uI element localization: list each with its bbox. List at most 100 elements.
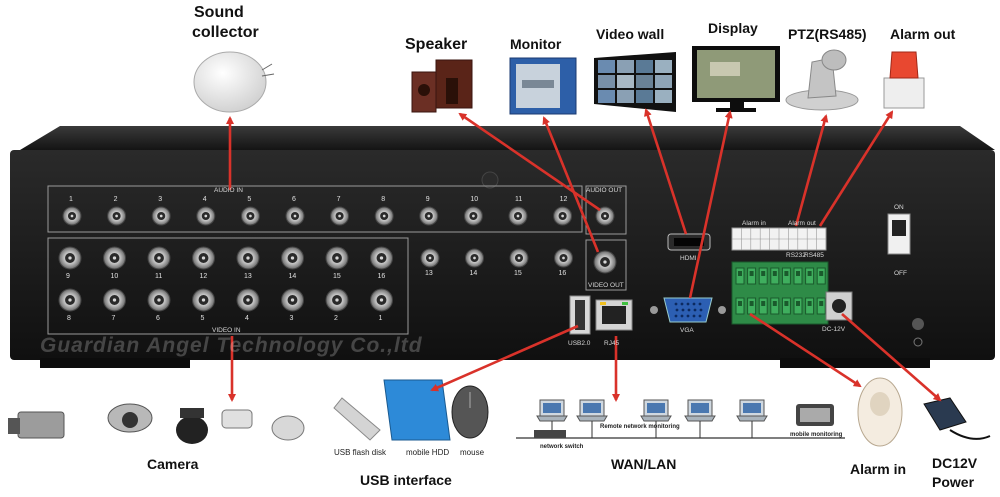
port-number: 3	[158, 196, 163, 203]
label-mobile-hdd: mobile HDD	[406, 448, 450, 457]
audio-out-port	[595, 206, 615, 226]
label-alarm-in: Alarm in	[850, 461, 907, 477]
panel-vga: VGA	[680, 327, 694, 334]
dc-power-adapter-device	[923, 397, 991, 440]
audio-in-port	[330, 206, 350, 226]
audio-in-port	[240, 206, 260, 226]
video-in-port	[58, 246, 82, 270]
arrow-display	[688, 110, 733, 299]
port-number: 13	[425, 270, 433, 277]
audio-in-port	[151, 206, 171, 226]
label-alarm-out: Alarm out	[890, 26, 956, 42]
label-display: Display	[708, 20, 758, 36]
terminal-hole	[761, 301, 766, 306]
terminal-hole	[784, 301, 789, 306]
video-wall-cell	[598, 90, 615, 103]
vga-pin	[686, 314, 690, 318]
audio-in-port	[553, 206, 573, 226]
video-in-port	[370, 246, 393, 270]
video-in-port	[147, 246, 171, 270]
vga-pin	[675, 308, 679, 312]
ground-icon	[913, 337, 923, 347]
video-in-port	[103, 288, 126, 312]
port-number: 14	[288, 273, 297, 280]
video-wall-cell	[617, 75, 634, 88]
sound-collector-device	[193, 51, 275, 113]
video-in-port	[192, 288, 215, 312]
port-number: 16	[377, 273, 386, 280]
label-mobile-monitoring: mobile monitoring	[790, 432, 843, 438]
port-number: 13	[244, 273, 252, 280]
port-number: 16	[558, 270, 567, 277]
label-remote-monitoring: Remote network monitoring	[600, 424, 680, 430]
dvr-rear-panel	[10, 126, 995, 368]
vga-pin	[687, 308, 691, 312]
video-in-port	[281, 288, 304, 312]
label-video-wall: Video wall	[596, 26, 665, 42]
port-number: 2	[334, 315, 338, 322]
video-in-port	[281, 246, 304, 270]
port-number: 15	[333, 273, 341, 280]
video-in-port	[103, 246, 126, 270]
label-monitor: Monitor	[510, 36, 562, 52]
terminal-hole	[772, 301, 777, 306]
port-number: 1	[378, 315, 383, 322]
audio-in-port	[465, 248, 484, 268]
video-in-port	[325, 288, 349, 312]
label-sound-collector-line1: Sound	[194, 4, 244, 21]
laptop-icon	[684, 399, 716, 438]
audio-out-frame	[585, 185, 627, 235]
terminal-hole	[807, 271, 812, 276]
vga-pin	[698, 302, 702, 306]
port-number: 4	[245, 315, 249, 322]
video-in-port	[147, 288, 171, 312]
panel-rj45: RJ45	[604, 340, 620, 347]
video-out-port	[593, 250, 617, 274]
video-in-port	[192, 246, 215, 270]
video-wall-cell	[598, 75, 615, 88]
audio-in-port	[463, 206, 483, 226]
audio-in-port	[509, 248, 529, 268]
laptop-icon	[736, 399, 768, 438]
monitor-device	[509, 57, 577, 115]
arrow-dc-power	[841, 313, 942, 402]
alarm-in-sensor-device	[857, 377, 903, 447]
chassis-top	[20, 126, 995, 150]
panel-off: OFF	[894, 270, 907, 277]
port-number: 3	[289, 315, 294, 322]
video-in-frame	[47, 237, 409, 335]
terminal-hole	[807, 301, 812, 306]
display-device	[692, 46, 780, 112]
rj45-slot	[602, 306, 626, 324]
rj45-led	[600, 302, 606, 305]
audio-in-port	[285, 206, 305, 226]
audio-in-port	[419, 206, 439, 226]
arrow-video-wall	[644, 108, 688, 235]
audio-in-port	[62, 206, 82, 226]
vga-pin	[680, 302, 684, 306]
label-network-switch: network switch	[540, 444, 584, 450]
port-number: 7	[336, 196, 341, 203]
video-wall-cell	[636, 90, 653, 103]
video-in-port	[370, 288, 393, 312]
terminal-hole	[772, 271, 777, 276]
audio-in-port	[374, 206, 394, 226]
arrow-alarm-in	[749, 312, 862, 388]
label-dc-power-line1: DC12V	[932, 455, 978, 471]
audio-in-port	[420, 248, 440, 268]
terminal-hole	[749, 301, 754, 306]
camera-devices	[8, 403, 305, 444]
alarm-out-siren-device	[883, 51, 925, 109]
audio-in-port	[196, 206, 216, 226]
vga-pin	[674, 302, 678, 306]
dc-jack-hole	[832, 299, 846, 313]
label-usb-interface: USB interface	[360, 472, 452, 488]
usb-devices	[333, 379, 489, 441]
port-number: 4	[202, 196, 207, 203]
port-number: 7	[111, 315, 116, 322]
label-mouse: mouse	[460, 448, 485, 457]
label-wan-lan: WAN/LAN	[611, 456, 677, 472]
terminal-hole	[784, 271, 789, 276]
vga-pin	[681, 308, 685, 312]
